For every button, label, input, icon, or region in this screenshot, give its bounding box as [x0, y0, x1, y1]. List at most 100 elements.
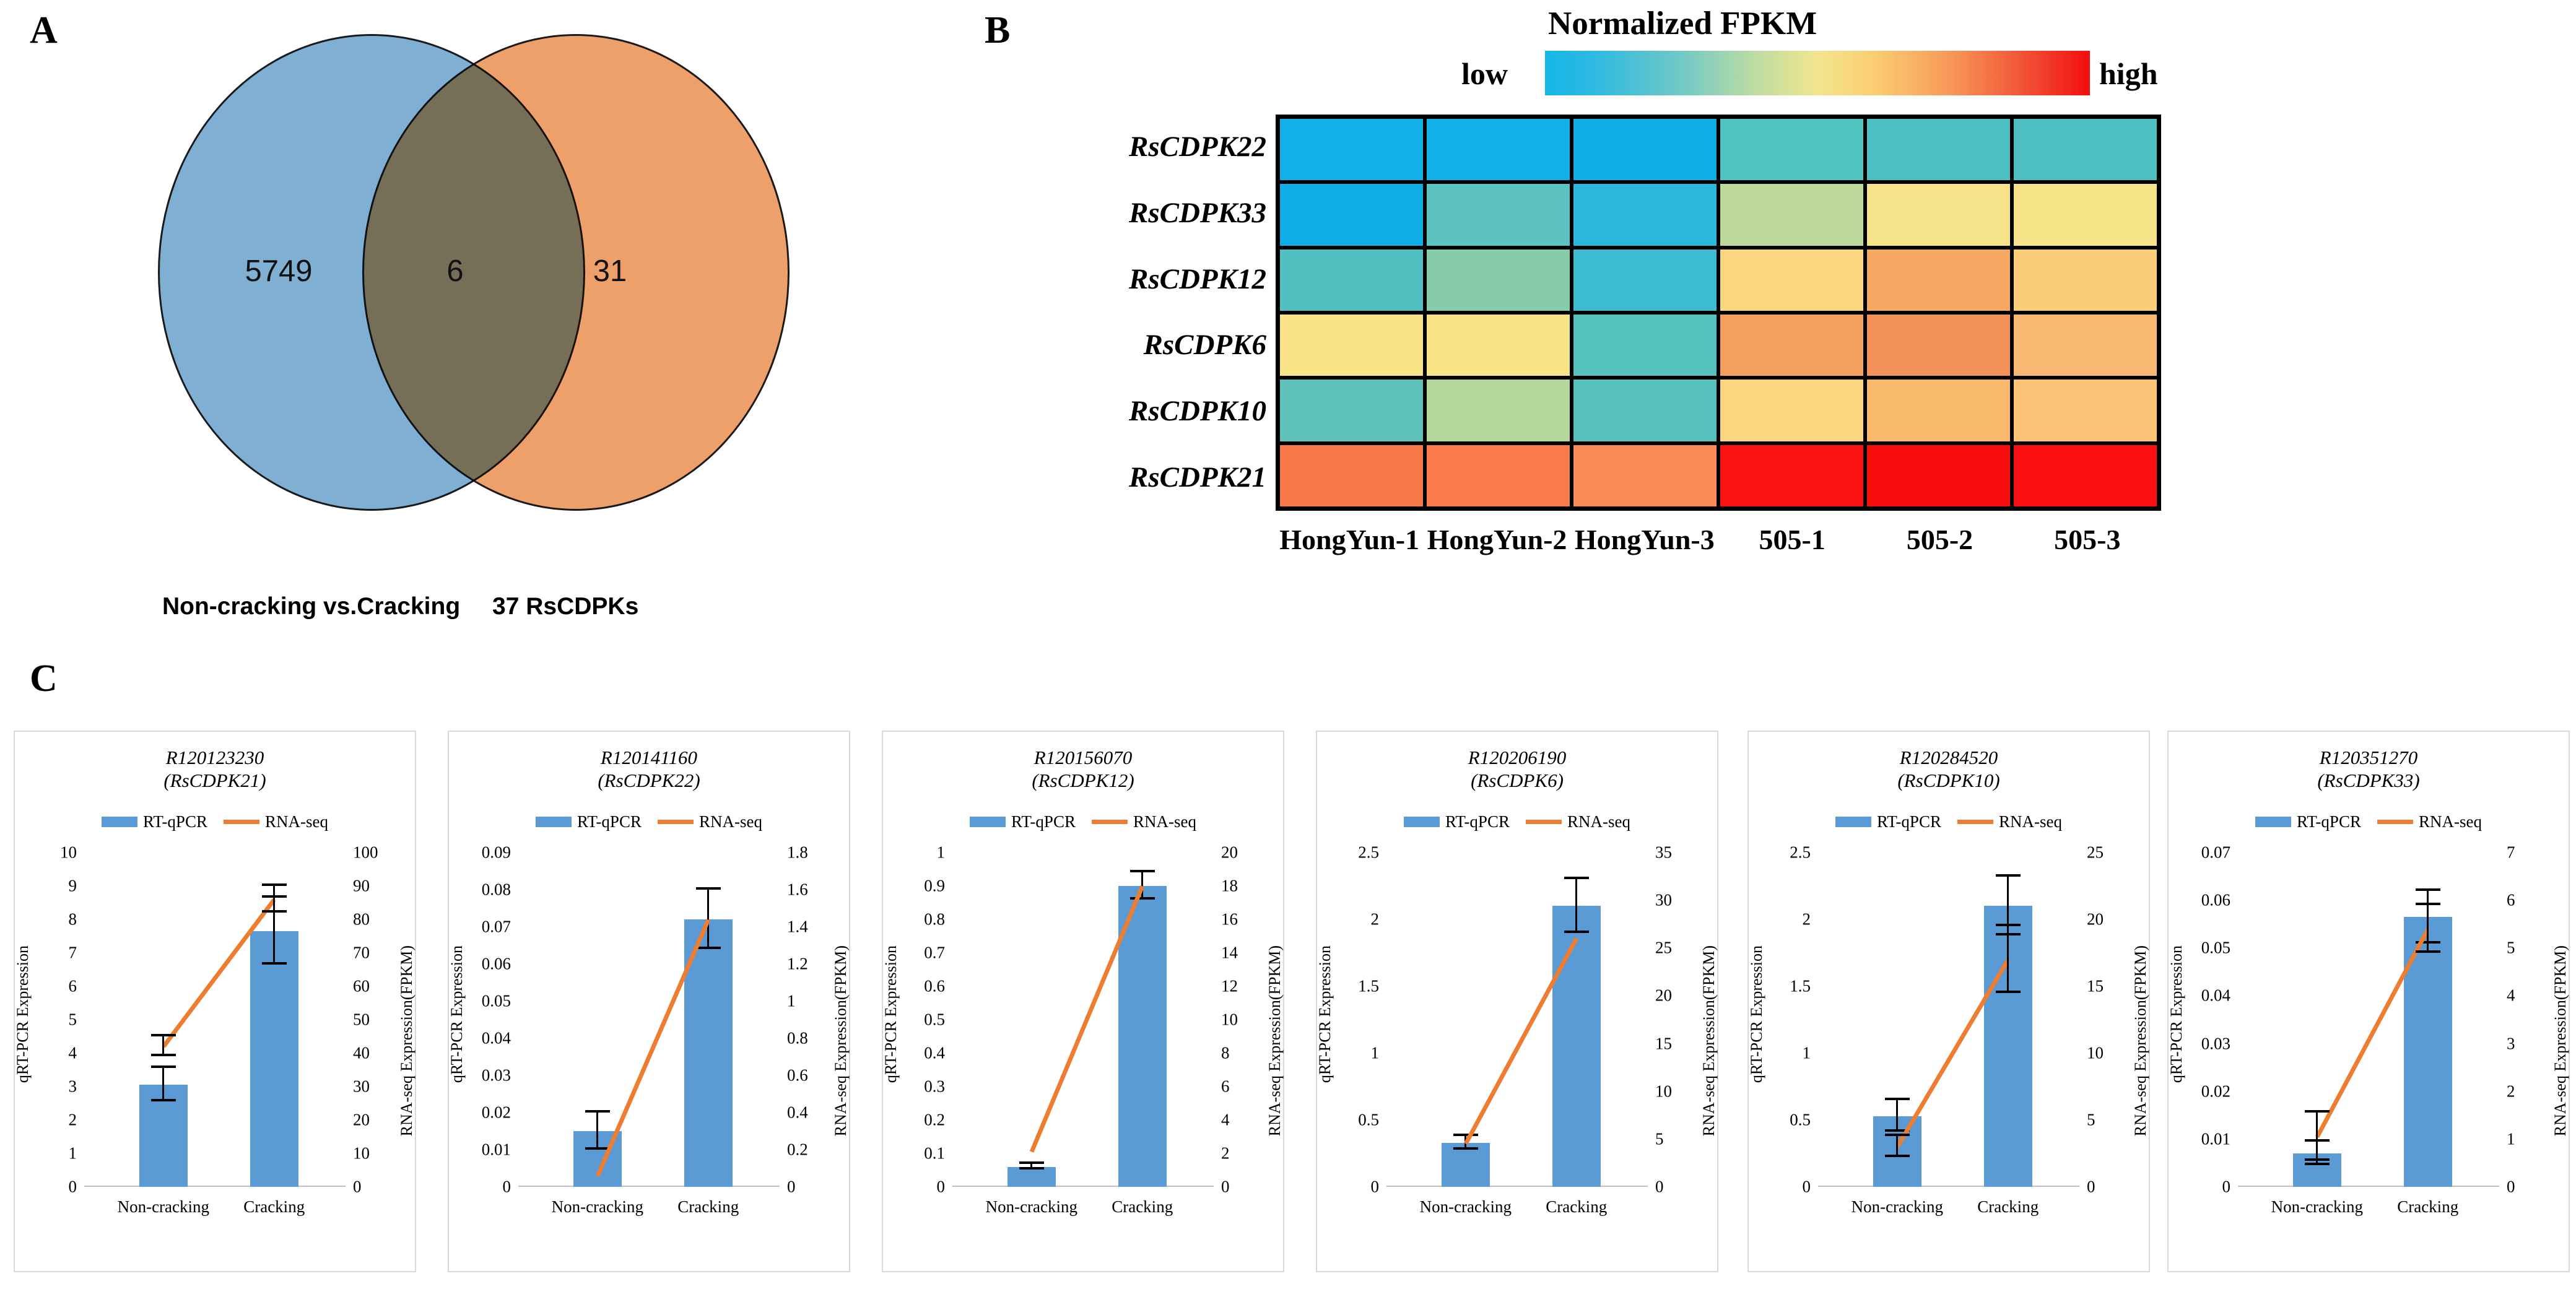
- legend-item-rtqpcr: RT-qPCR: [1404, 812, 1510, 831]
- panel-a-venn: A 5749 6 31 Non-cracking vs.Cracking 37 …: [0, 0, 966, 656]
- heatmap-cell: [1720, 184, 1863, 246]
- x-axis-line: [518, 1186, 780, 1187]
- axis-tick: 1.2: [787, 954, 808, 973]
- x-axis-label: Non-cracking: [2271, 1197, 2364, 1216]
- axis-tick: 0.03: [481, 1065, 511, 1085]
- axis-tick: 0: [502, 1177, 511, 1196]
- heatmap-cell: [2014, 315, 2157, 376]
- legend-label: RNA-seq: [1998, 812, 2062, 831]
- axis-tick: 0.05: [481, 991, 511, 1010]
- axis-tick: 2: [68, 1110, 77, 1129]
- x-axis-label: Cracking: [1977, 1197, 2039, 1216]
- legend-swatch-line: [2377, 820, 2413, 824]
- axis-tick: 2: [1370, 909, 1380, 929]
- legend-swatch-bar: [970, 817, 1006, 827]
- legend-swatch-line: [223, 820, 259, 824]
- heatmap-cell: [1280, 445, 1423, 506]
- y-axis-left-title: qRT-PCR Expression: [14, 945, 32, 1083]
- legend-item-rnaseq: RNA-seq: [1525, 812, 1630, 831]
- legend-label: RNA-seq: [698, 812, 762, 831]
- legend-item-rnaseq: RNA-seq: [1091, 812, 1196, 831]
- legend-item-rtqpcr: RT-qPCR: [970, 812, 1076, 831]
- axis-tick: 80: [353, 909, 370, 929]
- line-error-cap: [150, 1054, 176, 1057]
- heatmap-cell: [2014, 249, 2157, 311]
- axis-tick: 4: [68, 1043, 77, 1062]
- axis-tick: 0: [936, 1177, 946, 1196]
- axis-tick: 5: [2507, 938, 2515, 957]
- axis-tick: 1.4: [787, 917, 808, 936]
- legend-item-rtqpcr: RT-qPCR: [1835, 812, 1941, 831]
- legend-label: RNA-seq: [2418, 812, 2482, 831]
- axis-tick: 10: [2087, 1043, 2104, 1062]
- heatmap-cell: [1867, 184, 2010, 246]
- axis-tick: 100: [353, 843, 378, 862]
- axis-tick: 20: [353, 1110, 370, 1129]
- heatmap-cell: [1720, 445, 1863, 506]
- legend-swatch-bar: [1835, 817, 1872, 827]
- line-error-bar: [2007, 926, 2009, 993]
- axis-tick: 0.6: [787, 1065, 808, 1085]
- axis-tick: 0: [2222, 1177, 2231, 1196]
- axis-tick: 0: [1655, 1177, 1664, 1196]
- axis-tick: 0: [68, 1177, 77, 1196]
- axis-tick: 6: [1221, 1077, 1230, 1096]
- axis-tick: 0.09: [481, 843, 511, 862]
- heatmap-cell: [1720, 315, 1863, 376]
- axis-tick: 0.5: [924, 1010, 945, 1029]
- heatmap-cell: [1427, 445, 1570, 506]
- axis-tick: 2: [1802, 909, 1811, 929]
- legend-label: RT-qPCR: [143, 812, 207, 831]
- axis-tick: 1.6: [787, 880, 808, 899]
- axis-tick: 12: [1221, 976, 1238, 996]
- axis-tick: 8: [1221, 1043, 1230, 1062]
- chart-legend: RT-qPCR RNA-seq: [1749, 812, 2149, 831]
- heatmap-cell: [1867, 249, 2010, 311]
- axis-tick: 50: [353, 1010, 370, 1029]
- error-bar: [273, 897, 276, 965]
- error-bar-cap: [1129, 896, 1155, 900]
- error-bar-cap: [1453, 1133, 1478, 1136]
- heatmap-cell: [1280, 380, 1423, 441]
- y-axis-right-title: RNA-seq Expression(FPKM): [398, 945, 416, 1137]
- venn-count-right: 31: [593, 254, 627, 288]
- line-error-cap: [2304, 1110, 2330, 1113]
- axis-tick: 1.8: [787, 843, 808, 862]
- y-axis-right-title: RNA-seq Expression(FPKM): [1266, 945, 1284, 1137]
- bar: [1118, 886, 1167, 1187]
- heatmap-cell: [1427, 184, 1570, 246]
- error-bar-cap: [1129, 870, 1155, 873]
- axis-tick: 1: [936, 843, 946, 862]
- line-error-bar: [2316, 1113, 2318, 1161]
- y-axis-left-title: qRT-PCR Expression: [882, 945, 900, 1083]
- legend-label: RNA-seq: [1567, 812, 1630, 831]
- line-error-bar: [273, 886, 276, 913]
- x-axis-label: Non-cracking: [1419, 1197, 1512, 1216]
- heatmap-cell: [1280, 249, 1423, 311]
- bar: [684, 919, 733, 1187]
- y-axis-right-title: RNA-seq Expression(FPKM): [832, 945, 850, 1137]
- bar: [1552, 906, 1601, 1187]
- y-axis-left-title: qRT-PCR Expression: [1747, 945, 1765, 1083]
- axis-tick: 0: [2087, 1177, 2095, 1196]
- axis-tick: 0.8: [924, 909, 945, 929]
- heatmap-column-label: 505-1: [1759, 524, 1825, 555]
- colorbar-low-label: low: [1461, 56, 1508, 91]
- line-error-cap: [2415, 950, 2440, 953]
- error-bar-cap: [695, 887, 721, 890]
- error-bar-cap: [1884, 1097, 1910, 1100]
- legend-swatch-line: [1957, 820, 1993, 824]
- legend-item-rtqpcr: RT-qPCR: [536, 812, 642, 831]
